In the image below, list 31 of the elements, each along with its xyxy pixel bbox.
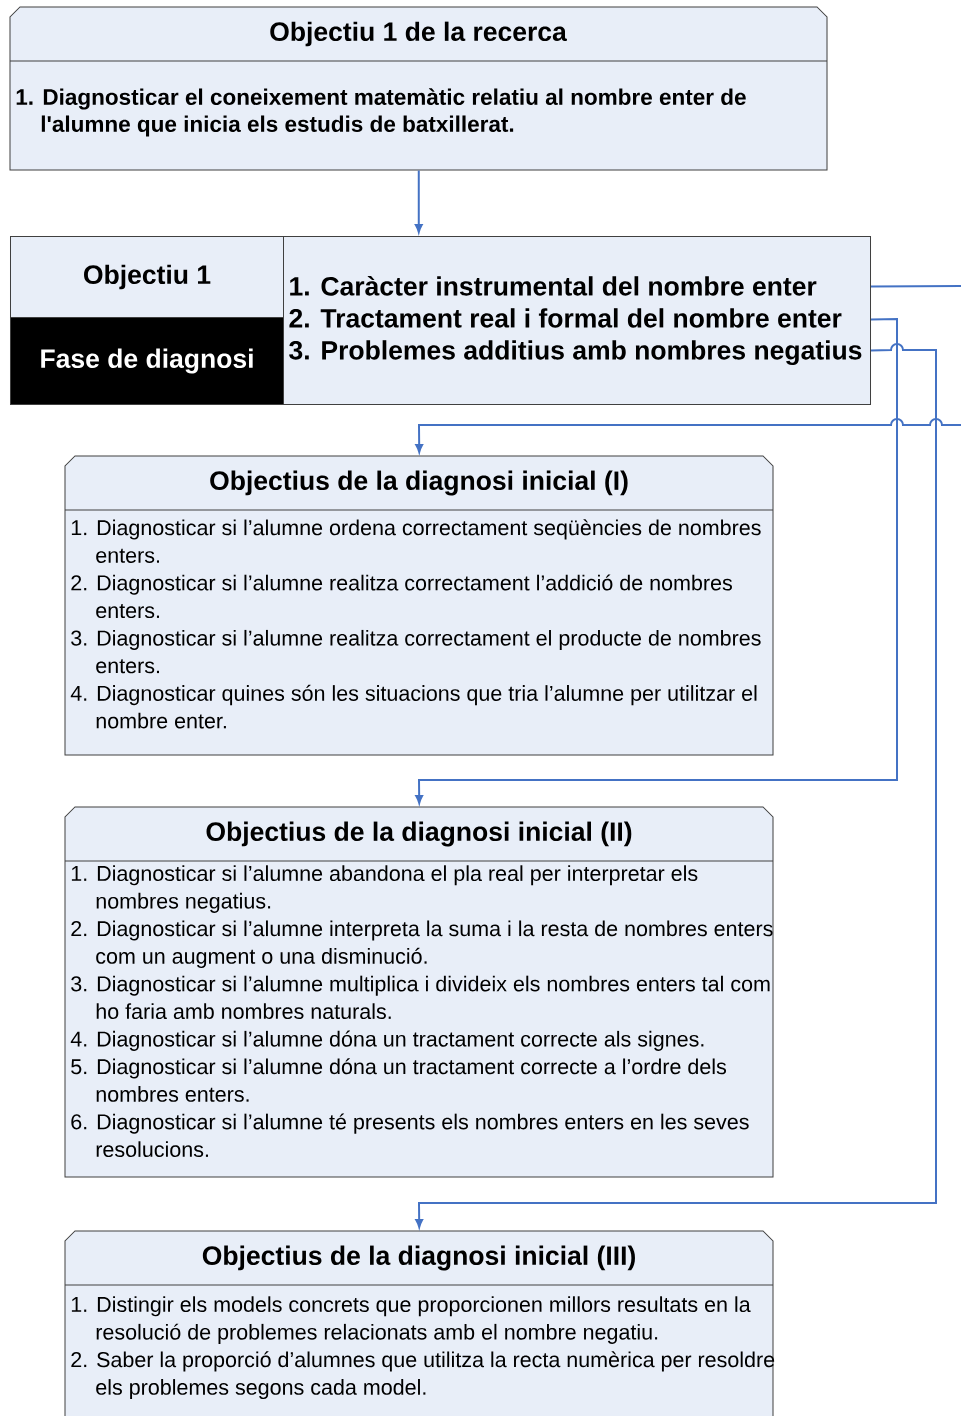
box-heading: Objectiu 1 de la recerca [270, 21, 567, 47]
list-box [283, 236, 871, 405]
list-item: 1. Diagnosticar el coneixement matemàtic relatiu al nombre enter de l'alumne que inicia els estudis de batxillerat. [16, 88, 746, 137]
list-item: 1. Diagnosticar si l’alumne ordena correctament seqüències de nombres enters. [71, 519, 761, 563]
arrow [415, 343, 937, 1229]
list-item: 1. Diagnosticar si l’alumne abandona el pla real per interpretar els nombres negatius. [71, 865, 698, 913]
list-item: 2. Diagnosticar si l’alumne realitza correctament l’addició de nombres enters. [71, 574, 732, 619]
arrow [414, 169, 423, 233]
objective-panel [64, 806, 774, 1178]
objective-panel [64, 1230, 775, 1416]
list-item: 4. Diagnosticar quines són les situacions que tria l’alumne per utilitzar el nombre enter. [70, 684, 757, 729]
arrow [415, 318, 898, 804]
arrow [415, 285, 961, 453]
box-heading: Objectius de la diagnosi inicial (III) [202, 1245, 635, 1271]
list-item: 1. Distingir els models concrets que proporcionen millors resultats en la resolució de problemes relacionats amb el nombre negatiu. [71, 1296, 751, 1344]
list-item: 2. Diagnosticar si l’alumne interpreta la suma i la resta de nombres enters com un augment o una disminució. [71, 920, 773, 969]
list-item: 2. Tractament real i formal del nombre enter [289, 308, 842, 328]
box-heading: Objectius de la diagnosi inicial (I) [210, 470, 628, 496]
objective-box [9, 6, 828, 171]
list-item: 5. Diagnosticar si l’alumne dóna un tractament correcte a l’ordre dels nombres enters. [71, 1058, 727, 1102]
list-item: 6. Diagnosticar si l’alumne té presents els nombres enters en les seves resolucions. [71, 1113, 749, 1158]
list-item: 3. Diagnosticar si l’alumne multiplica i divideix els nombres enters tal com ho faria amb nombres naturals. [71, 975, 770, 1020]
label-cell: Objectiu 1 [10, 236, 284, 318]
list-item: 1. Caràcter instrumental del nombre enter [290, 275, 817, 296]
list-item: 3. Diagnosticar si l’alumne realitza correctament el producte de nombres enters. [71, 629, 761, 674]
objective-panel [64, 455, 774, 756]
phase-cell: Fase de diagnosi [10, 317, 284, 405]
list-item: 3. Problemes additius amb nombres negatius [289, 340, 862, 366]
list-item: 2. Saber la proporció d’alumnes que utilitza la recta numèrica per resoldre els problemes segons cada model. [71, 1351, 775, 1400]
box-heading: Objectius de la diagnosi inicial (II) [206, 821, 632, 847]
list-item: 4. Diagnosticar si l’alumne dóna un tractament correcte als signes. [70, 1030, 704, 1051]
